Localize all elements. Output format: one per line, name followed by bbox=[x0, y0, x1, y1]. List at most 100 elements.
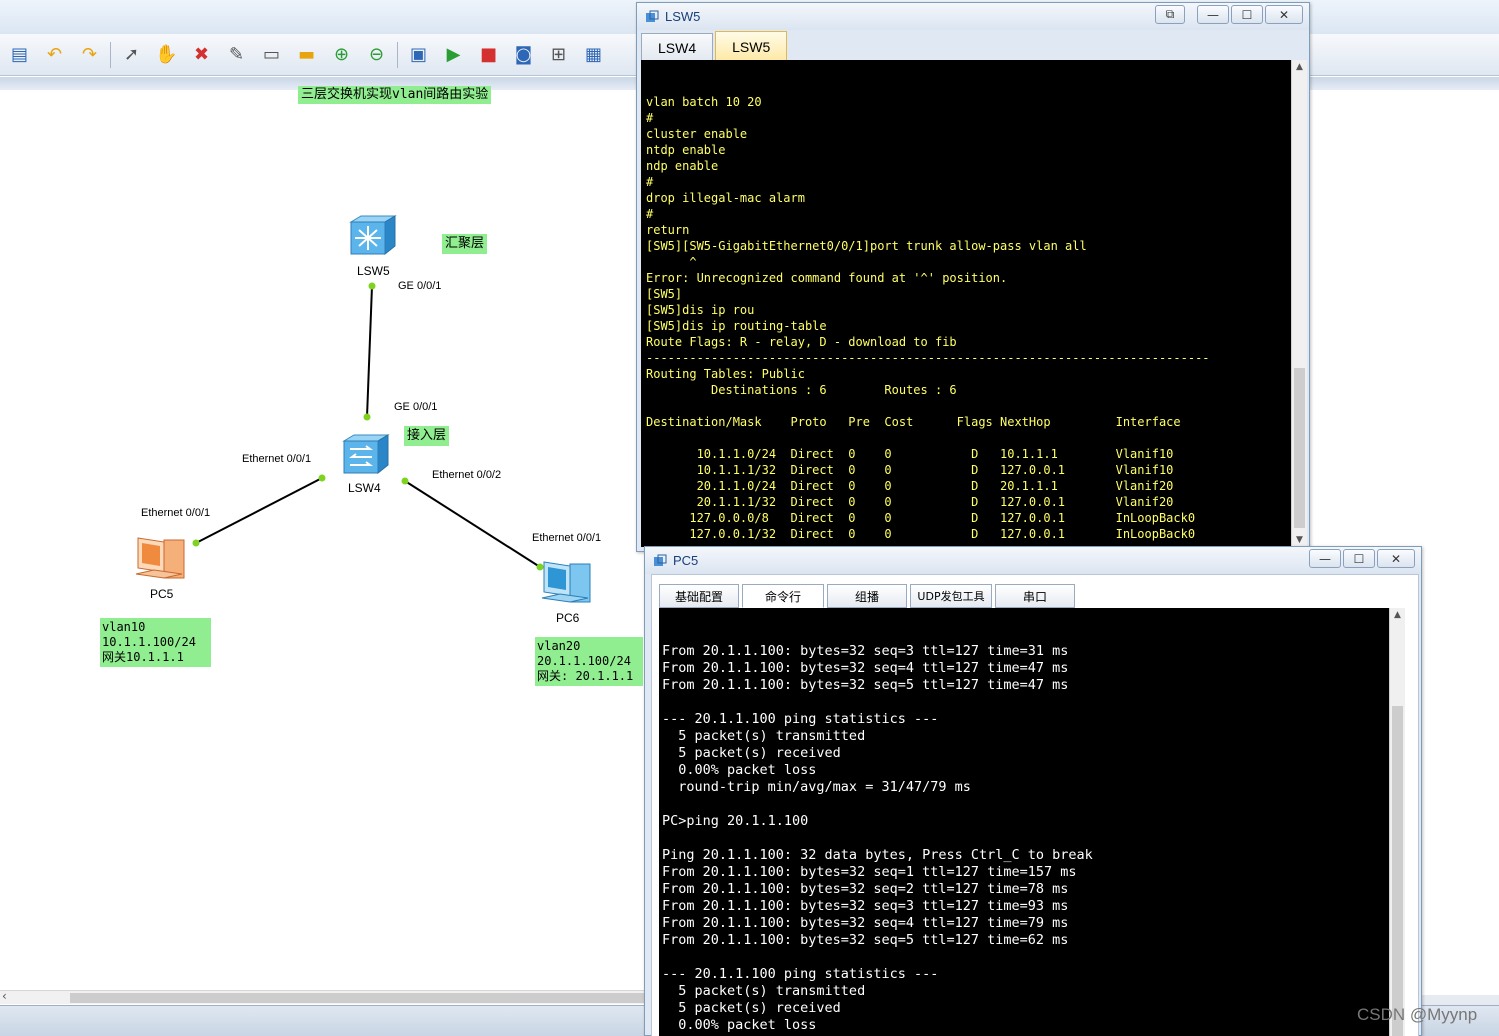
pc-console-lines: From 20.1.1.100: bytes=32 seq=3 ttl=127 … bbox=[662, 643, 1389, 1036]
lsw4-port1-label: Ethernet 0/0/1 bbox=[242, 453, 312, 465]
lsw4-port2-label: Ethernet 0/0/2 bbox=[432, 469, 502, 481]
scrollbar-thumb[interactable] bbox=[1392, 706, 1403, 1036]
scrollbar-thumb[interactable] bbox=[70, 993, 645, 1003]
console-line: From 20.1.1.100: bytes=32 seq=4 ttl=127 … bbox=[662, 660, 1069, 676]
scroll-left-icon[interactable]: ‹ bbox=[2, 989, 7, 1003]
lsw4-label: LSW4 bbox=[348, 481, 381, 495]
tab-lsw4[interactable]: LSW4 bbox=[641, 33, 714, 61]
canvas-horizontal-scrollbar[interactable]: ‹ bbox=[0, 989, 645, 1004]
link-lsw5-lsw4[interactable] bbox=[366, 285, 373, 418]
aggregation-layer-label[interactable]: 汇聚层 bbox=[442, 234, 488, 254]
lsw4-device[interactable] bbox=[342, 433, 390, 475]
restore-layout-icon[interactable]: ⧉ bbox=[1155, 5, 1185, 24]
close-icon[interactable]: ✕ bbox=[1265, 5, 1303, 24]
scrollbar-thumb[interactable] bbox=[1294, 368, 1305, 528]
topology-title[interactable]: 三层交换机实现vlan间路由实验 bbox=[298, 86, 492, 104]
pc-console-scrollbar[interactable]: ▲ bbox=[1389, 608, 1405, 1036]
console-line: From 20.1.1.100: bytes=32 seq=4 ttl=127 … bbox=[662, 915, 1069, 931]
tab-multicast[interactable]: 组播 bbox=[827, 584, 907, 608]
console-line: cluster enable bbox=[646, 127, 748, 141]
undo-icon[interactable]: ↶ bbox=[46, 43, 63, 65]
topology-links bbox=[192, 282, 544, 571]
lsw-tabbar: LSW4 LSW5 bbox=[641, 29, 1305, 61]
select-icon[interactable]: ➚ bbox=[123, 43, 140, 65]
console-line: From 20.1.1.100: bytes=32 seq=2 ttl=127 … bbox=[662, 881, 1069, 897]
tab-command-line[interactable]: 命令行 bbox=[742, 584, 824, 608]
topology-icon[interactable]: ⊞ bbox=[550, 43, 567, 65]
tab-lsw5[interactable]: LSW5 bbox=[715, 31, 788, 61]
lsw-window-controls: ⧉ — ☐ ✕ bbox=[1155, 5, 1303, 24]
rectangle-icon[interactable]: ▬ bbox=[297, 43, 315, 65]
tab-basic-config[interactable]: 基础配置 bbox=[659, 584, 739, 608]
console-line: PC>ping 20.1.1.100 bbox=[662, 813, 809, 829]
access-layer-label[interactable]: 接入层 bbox=[404, 426, 450, 446]
console-line: return bbox=[646, 223, 690, 237]
pc6-info-label[interactable]: vlan20 20.1.1.100/24 网关: 20.1.1.1 bbox=[535, 637, 643, 686]
stop-icon[interactable]: ■ bbox=[479, 43, 497, 65]
console-line: 20.1.1.1/32 Direct 0 0 D 127.0.0.1 Vlani… bbox=[646, 495, 1174, 509]
close-icon[interactable]: ✕ bbox=[1377, 549, 1415, 568]
maximize-icon[interactable]: ☐ bbox=[1231, 5, 1263, 24]
console-line: 5 packet(s) received bbox=[662, 1000, 841, 1016]
capture-icon[interactable]: ◙ bbox=[514, 43, 533, 65]
redo-icon[interactable]: ↷ bbox=[81, 43, 98, 65]
lsw-window-title: LSW5 bbox=[665, 9, 701, 24]
lsw-console-window[interactable]: LSW5 ⧉ — ☐ ✕ LSW4 LSW5 vlan batch 10 20#… bbox=[636, 2, 1310, 552]
pc-window-titlebar[interactable]: PC5 bbox=[645, 547, 1421, 574]
console-line: 10.1.1.0/24 Direct 0 0 D 10.1.1.1 Vlanif… bbox=[646, 447, 1174, 461]
console-line: ndp enable bbox=[646, 159, 719, 173]
maximize-icon[interactable]: ☐ bbox=[1343, 549, 1375, 568]
port-dot bbox=[401, 477, 409, 485]
minimize-icon[interactable]: — bbox=[1309, 549, 1341, 568]
console-line: # bbox=[646, 207, 654, 221]
remove-link-icon[interactable]: ✎ bbox=[228, 43, 245, 65]
console-line: 0.00% packet loss bbox=[662, 762, 817, 778]
l3-switch-icon bbox=[349, 215, 397, 256]
zoom-out-icon[interactable]: ⊖ bbox=[368, 43, 385, 65]
pc6-device[interactable] bbox=[540, 558, 596, 608]
pc-window-title: PC5 bbox=[673, 553, 699, 568]
port-dot bbox=[192, 539, 200, 547]
console-line bbox=[662, 694, 1389, 711]
pc5-device[interactable] bbox=[134, 534, 190, 584]
pc-console-window[interactable]: PC5 — ☐ ✕ 基础配置 命令行 组播 UDP发包工具 串口 From 20… bbox=[644, 546, 1422, 1036]
zoom-in-icon[interactable]: ⊕ bbox=[333, 43, 350, 65]
console-line: ntdp enable bbox=[646, 143, 726, 157]
link-lsw4-pc5[interactable] bbox=[195, 477, 323, 544]
text-icon[interactable]: ▭ bbox=[262, 43, 280, 65]
console-line: Routing Tables: Public bbox=[646, 367, 805, 381]
scroll-up-icon[interactable]: ▲ bbox=[1394, 610, 1401, 620]
port-dot bbox=[318, 474, 326, 482]
pc5-info-label[interactable]: vlan10 10.1.1.100/24 网关10.1.1.1 bbox=[100, 618, 211, 667]
console-line: 127.0.0.1/32 Direct 0 0 D 127.0.0.1 InLo… bbox=[646, 527, 1196, 541]
tab-serial[interactable]: 串口 bbox=[995, 584, 1075, 608]
lsw-console-scrollbar[interactable]: ▲ ▼ bbox=[1291, 60, 1307, 547]
console-line: [SW5]dis ip routing-table bbox=[646, 319, 827, 333]
console-line: Destinations : 6 Routes : 6 bbox=[646, 383, 957, 397]
console-line bbox=[662, 796, 1389, 813]
link-lsw4-pc6[interactable] bbox=[404, 480, 541, 568]
port-dot bbox=[368, 282, 376, 290]
pc-console-output[interactable]: From 20.1.1.100: bytes=32 seq=3 ttl=127 … bbox=[659, 608, 1389, 1036]
pan-icon[interactable]: ✋ bbox=[155, 43, 178, 65]
delete-icon[interactable]: ✖ bbox=[193, 43, 210, 65]
console-line: [SW5][SW5-GigabitEthernet0/0/1]port trun… bbox=[646, 239, 1087, 253]
console-line: # bbox=[646, 111, 654, 125]
start-icon[interactable]: ▶ bbox=[446, 43, 461, 65]
scroll-down-icon[interactable]: ▼ bbox=[1296, 535, 1303, 545]
port-dot bbox=[363, 413, 371, 421]
save-icon[interactable]: ▤ bbox=[10, 43, 28, 65]
grid-icon[interactable]: ▦ bbox=[584, 43, 602, 65]
lsw5-device[interactable] bbox=[349, 214, 397, 256]
console-line: [SW5] bbox=[646, 287, 683, 301]
minimize-icon[interactable]: — bbox=[1197, 5, 1229, 24]
lsw5-label: LSW5 bbox=[357, 264, 390, 278]
console-line: From 20.1.1.100: bytes=32 seq=3 ttl=127 … bbox=[662, 898, 1069, 914]
console-line: --- 20.1.1.100 ping statistics --- bbox=[662, 711, 939, 727]
tab-udp-tool[interactable]: UDP发包工具 bbox=[910, 584, 992, 608]
console-line: ----------------------------------------… bbox=[646, 351, 1210, 365]
scroll-up-icon[interactable]: ▲ bbox=[1296, 62, 1303, 72]
fit-icon[interactable]: ▣ bbox=[409, 43, 427, 65]
